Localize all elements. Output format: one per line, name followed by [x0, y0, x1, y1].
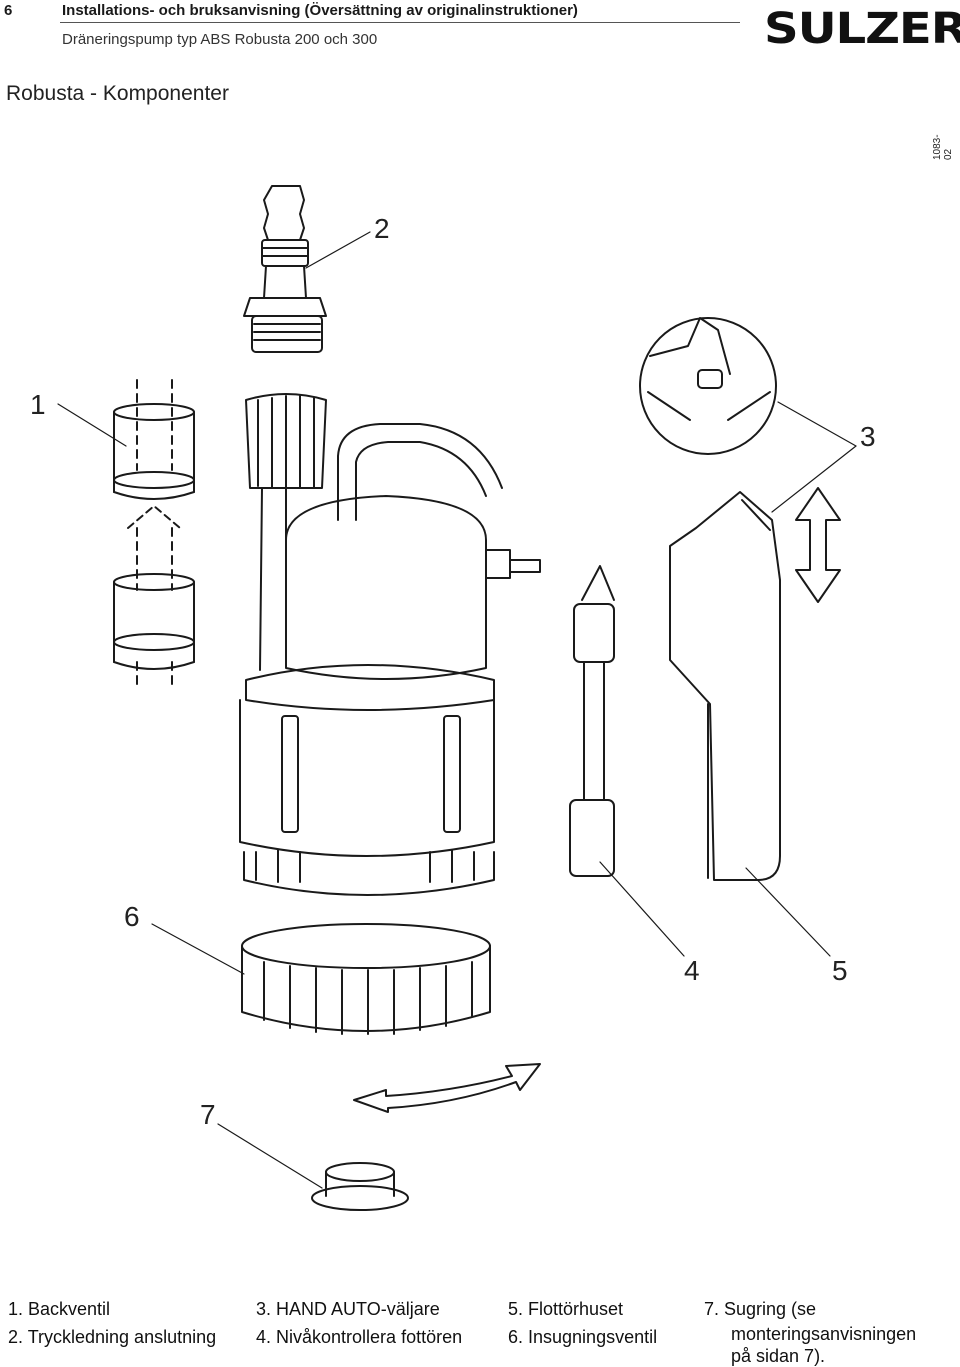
- suction-ring-part: [311, 1162, 409, 1211]
- callout-5: 5: [832, 955, 848, 986]
- legend-item-continued: på sidan 7).: [731, 1346, 826, 1366]
- callout-3: 3: [860, 421, 876, 452]
- callout-leaders: [57, 231, 857, 1189]
- legend-item: 7. Sugring (se: [704, 1299, 817, 1319]
- callout-1: 1: [30, 389, 46, 420]
- float-housing-part: [669, 491, 781, 881]
- document-subtitle: Dräneringspump typ ABS Robusta 200 och 3…: [62, 31, 378, 48]
- legend-column-1: 1. Backventil 2. Tryckledning anslutning: [8, 1295, 216, 1351]
- vertical-arrow: [795, 487, 841, 603]
- section-title: Robusta - Komponenter: [6, 82, 229, 105]
- legend-item: 5. Flottörhuset: [508, 1299, 624, 1319]
- callout-7: 7: [200, 1099, 216, 1130]
- legend-item: 6. Insugningsventil: [508, 1327, 658, 1347]
- callout-2: 2: [374, 213, 390, 244]
- check-valve-part: [113, 379, 195, 691]
- document-title: Installations- och bruksanvisning (Övers…: [62, 2, 578, 19]
- legend-item: 4. Nivåkontrollera fottören: [256, 1327, 463, 1347]
- rotation-arrow: [353, 1063, 541, 1113]
- legend-item: 2. Tryckledning anslutning: [8, 1327, 217, 1347]
- legend-column-2: 3. HAND AUTO-väljare 4. Nivåkontrollera …: [256, 1295, 462, 1351]
- header-divider: [60, 22, 740, 23]
- callout-4: 4: [684, 955, 700, 986]
- legend-column-4: 7. Sugring (se monteringsanvisningen på …: [704, 1295, 916, 1367]
- pump-body: [239, 393, 541, 896]
- brand-logo: SULZER: [764, 4, 960, 54]
- legend-column-3: 5. Flottörhuset 6. Insugningsventil: [508, 1295, 657, 1351]
- page-number: 6: [4, 2, 13, 19]
- legend-item-continued: monteringsanvisningen: [731, 1324, 917, 1344]
- callout-6: 6: [124, 901, 140, 932]
- legend-item: 1. Backventil: [8, 1299, 111, 1319]
- inlet-strainer-part: [241, 923, 491, 1035]
- components-drawing: 1 2 3 4 5 6 7: [30, 185, 876, 1211]
- pressure-connection-part: [243, 185, 327, 353]
- level-control-part: [569, 565, 615, 877]
- legend-item: 3. HAND AUTO-väljare: [256, 1299, 440, 1319]
- hand-auto-selector-detail: [639, 317, 777, 455]
